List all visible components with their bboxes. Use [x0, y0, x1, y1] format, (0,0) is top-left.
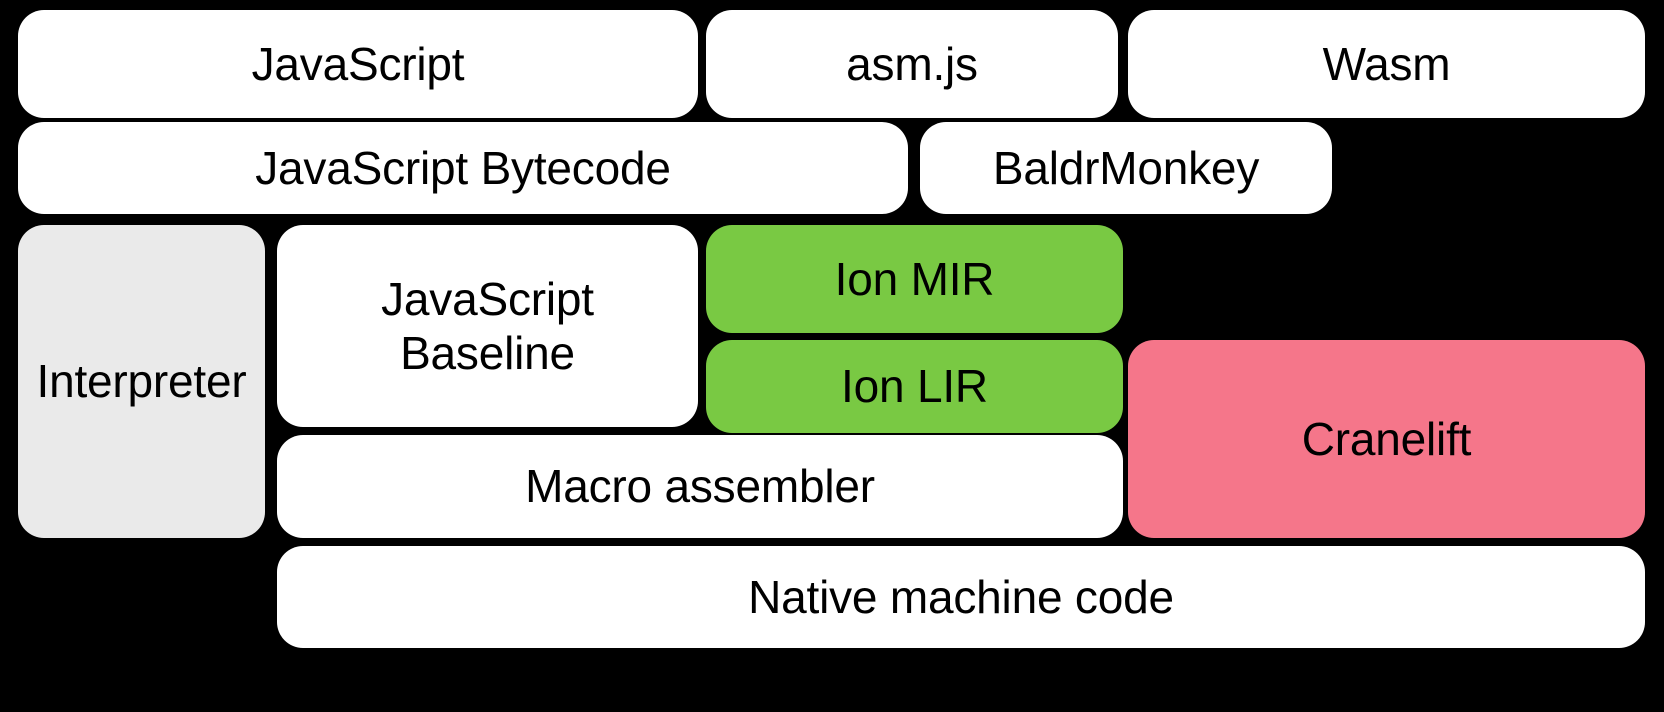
node-cranelift[interactable]: Cranelift	[1128, 340, 1645, 538]
node-wasm[interactable]: Wasm	[1128, 10, 1645, 118]
node-ion-mir[interactable]: Ion MIR	[706, 225, 1123, 333]
node-asm-js[interactable]: asm.js	[706, 10, 1118, 118]
node-ion-lir[interactable]: Ion LIR	[706, 340, 1123, 433]
node-javascript-bytecode[interactable]: JavaScript Bytecode	[18, 122, 908, 214]
node-javascript[interactable]: JavaScript	[18, 10, 698, 118]
node-baldrmonkey[interactable]: BaldrMonkey	[920, 122, 1332, 214]
node-javascript-baseline[interactable]: JavaScript Baseline	[277, 225, 698, 427]
node-native-machine-code[interactable]: Native machine code	[277, 546, 1645, 648]
node-macro-assembler[interactable]: Macro assembler	[277, 435, 1123, 538]
node-interpreter[interactable]: Interpreter	[18, 225, 265, 538]
